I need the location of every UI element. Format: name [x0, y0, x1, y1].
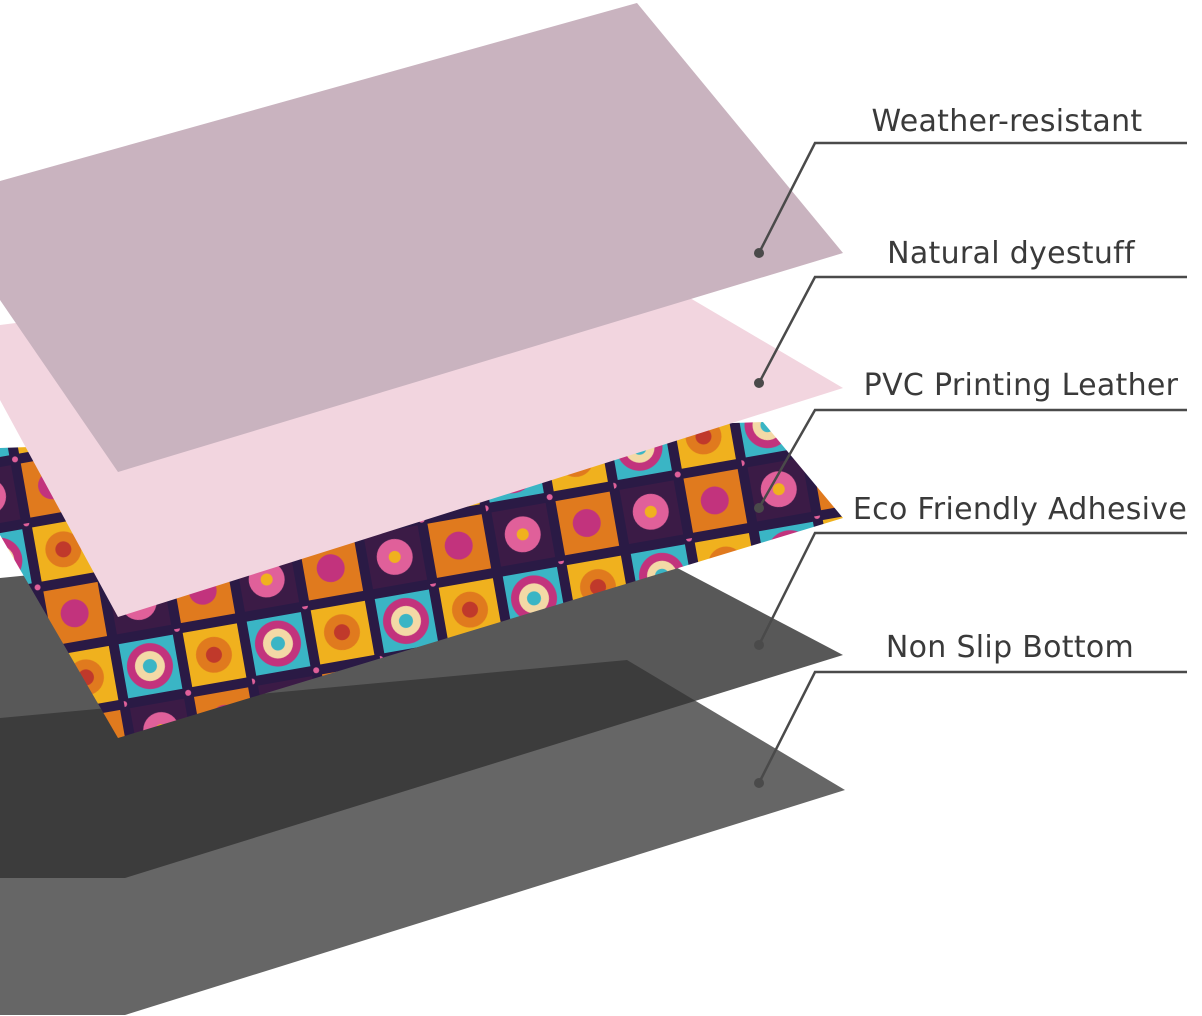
callout-line — [757, 275, 1187, 384]
label-weather-resistant: Weather-resistant — [872, 104, 1143, 139]
callout-dot — [754, 248, 764, 258]
callout-eco-friendly-adhesive: Eco Friendly Adhesive — [754, 492, 1187, 650]
callout-dot — [754, 378, 764, 388]
callout-natural-dyestuff: Natural dyestuff — [754, 236, 1187, 388]
label-natural-dyestuff: Natural dyestuff — [887, 236, 1136, 271]
callout-dot — [754, 640, 764, 650]
callout-dot — [754, 503, 764, 513]
label-non-slip-bottom: Non Slip Bottom — [886, 630, 1134, 665]
callout-line — [757, 531, 1187, 646]
label-pvc-printing-leather: PVC Printing Leather — [864, 368, 1179, 403]
callout-dot — [754, 778, 764, 788]
callout-line — [757, 141, 1187, 254]
callout-line — [757, 408, 1187, 509]
callout-line — [757, 670, 1187, 784]
label-eco-friendly-adhesive: Eco Friendly Adhesive — [853, 492, 1187, 527]
callout-pvc-printing-leather: PVC Printing Leather — [754, 368, 1187, 513]
callout-non-slip-bottom: Non Slip Bottom — [754, 630, 1187, 788]
callout-weather-resistant: Weather-resistant — [754, 104, 1187, 258]
weather-resistant-layer — [0, 3, 843, 472]
